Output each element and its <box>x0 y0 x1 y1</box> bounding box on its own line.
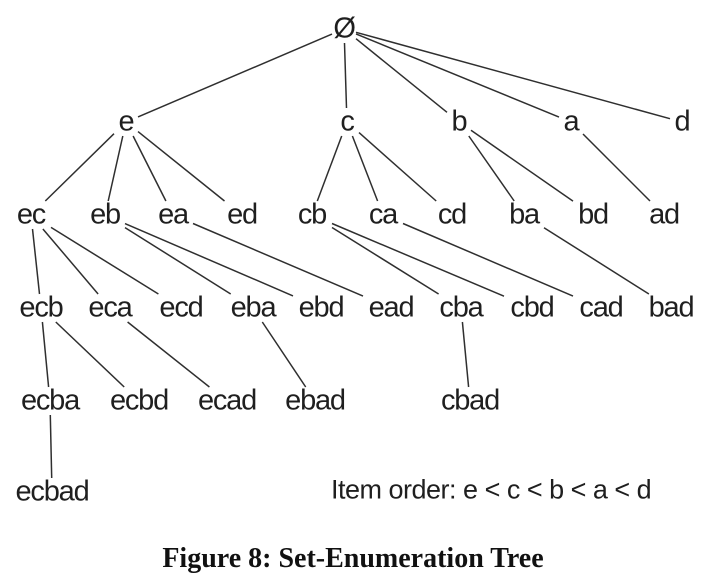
tree-edge-b-ba <box>468 135 515 202</box>
tree-node-ebad: ebad <box>285 384 346 417</box>
tree-node-e: e <box>118 105 135 138</box>
tree-node-cad: cad <box>579 291 623 324</box>
tree-node-ecbd: ecbd <box>109 384 169 417</box>
tree-edge-ec-ecd <box>50 226 159 295</box>
tree-edge-ec-ecb <box>31 228 41 295</box>
tree-edge-root-a <box>355 33 560 118</box>
tree-node-root: Ø <box>333 12 356 45</box>
tree-node-cb: cb <box>297 198 327 231</box>
tree-edge-root-e <box>137 33 333 118</box>
tree-node-cba: cba <box>439 291 483 324</box>
tree-node-d: d <box>674 105 691 138</box>
tree-edge-ecba-ecbad <box>49 414 53 479</box>
tree-edge-eb-eba <box>124 226 232 295</box>
tree-edge-ecb-ecba <box>41 321 50 388</box>
tree-edge-root-b <box>355 38 448 113</box>
tree-edge-e-ec <box>44 133 115 202</box>
tree-node-bd: bd <box>578 198 609 231</box>
tree-edge-e-eb <box>107 135 124 202</box>
tree-edge-ec-eca <box>42 228 99 295</box>
tree-node-ecd: ecd <box>159 291 203 324</box>
tree-node-b: b <box>451 105 468 138</box>
tree-node-ca: ca <box>368 198 398 231</box>
tree-node-ba: ba <box>509 198 540 231</box>
tree-edge-cb-cba <box>331 226 439 295</box>
tree-node-ebd: ebd <box>298 291 345 324</box>
tree-edge-eb-ebd <box>124 222 294 297</box>
tree-node-ad: ad <box>649 198 680 231</box>
tree-edge-ba-bad <box>543 227 650 295</box>
tree-node-c: c <box>340 105 355 138</box>
tree-node-cbad: cbad <box>440 384 500 417</box>
tree-edge-e-ed <box>137 131 225 202</box>
figure-caption: Figure 8: Set-Enumeration Tree <box>162 543 544 574</box>
tree-node-ead: ead <box>368 291 415 324</box>
tree-node-cbd: cbd <box>510 291 554 324</box>
tree-node-bad: bad <box>648 291 695 324</box>
tree-node-eba: eba <box>230 291 277 324</box>
tree-node-ecad: ecad <box>197 384 257 417</box>
tree-edge-ca-cad <box>402 222 574 297</box>
tree-edge-ea-ead <box>192 222 364 297</box>
tree-edge-eca-ecad <box>127 321 210 388</box>
tree-node-ea: ea <box>158 198 189 231</box>
tree-edge-root-c <box>343 42 348 109</box>
tree-node-ecbad: ecbad <box>15 475 89 508</box>
tree-node-ec: ec <box>16 198 46 231</box>
item-order-note: Item order: e < c < b < a < d <box>331 474 652 505</box>
tree-edge-root-d <box>355 31 671 120</box>
tree-edge-c-cb <box>316 135 343 202</box>
tree-edge-c-cd <box>358 132 437 202</box>
tree-node-ecb: ecb <box>19 291 63 324</box>
tree-edge-cba-cbad <box>461 321 470 388</box>
tree-node-ecba: ecba <box>20 384 80 417</box>
tree-edge-e-ea <box>132 135 167 202</box>
tree-edge-eba-ebad <box>261 321 307 388</box>
tree-edge-c-ca <box>351 135 379 202</box>
tree-edge-ecb-ecbd <box>55 321 125 388</box>
tree-node-eb: eb <box>90 198 121 231</box>
tree-node-a: a <box>563 105 580 138</box>
tree-edge-b-bd <box>470 129 574 202</box>
tree-node-ed: ed <box>227 198 258 231</box>
tree-edge-cb-cbd <box>331 222 505 297</box>
tree-node-eca: eca <box>88 291 132 324</box>
tree-edge-a-ad <box>582 133 651 202</box>
tree-node-cd: cd <box>437 198 467 231</box>
